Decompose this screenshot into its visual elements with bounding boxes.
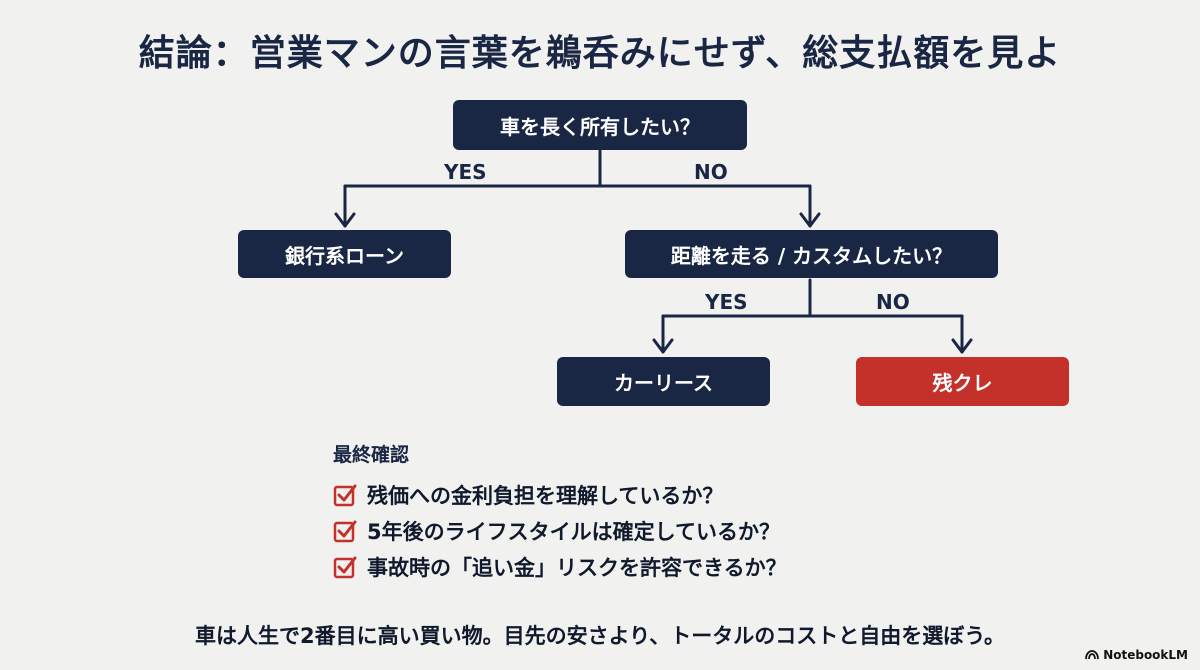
checklist-item-text: 事故時の「追い金」リスクを許容できるか？	[367, 556, 787, 580]
checkbox-checked-icon	[333, 556, 357, 579]
arrowhead-zankure	[951, 338, 973, 354]
checklist-item: 5年後のライフスタイルは確定しているか？	[333, 516, 780, 546]
branch-yes-1: YES	[444, 160, 487, 184]
node-car-lease: カーリース	[557, 357, 770, 406]
brand-watermark: NotebookLM	[1085, 648, 1188, 662]
branch-no-1: NO	[694, 160, 728, 184]
page-title: 結論：営業マンの言葉を鵜呑みにせず、総支払額を見よ	[138, 33, 1062, 74]
notebooklm-logo-icon	[1085, 650, 1100, 660]
checkbox-checked-icon	[333, 484, 357, 507]
footer-message: 車は人生で2番目に高い買い物。目先の安さより、トータルのコストと自由を選ぼう。	[194, 624, 1006, 648]
arrowhead-lease	[652, 338, 674, 354]
branch-yes-2: YES	[705, 290, 748, 314]
node-root-question: 車を長く所有したい？	[453, 100, 747, 150]
node-question2: 距離を走る / カスタムしたい？	[625, 230, 998, 278]
brand-label: NotebookLM	[1103, 648, 1188, 662]
arrowhead-question2	[799, 212, 821, 228]
checkbox-checked-icon	[333, 520, 357, 543]
checklist-item: 残価への金利負担を理解しているか？	[333, 480, 723, 510]
connector-q2	[661, 278, 964, 318]
arrowhead-loan	[334, 212, 356, 228]
node-zankure: 残クレ	[856, 357, 1069, 406]
checklist-item-text: 5年後のライフスタイルは確定しているか？	[367, 520, 780, 544]
connector-root	[343, 148, 812, 188]
branch-no-2: NO	[876, 290, 910, 314]
checklist-heading: 最終確認	[333, 444, 410, 466]
node-bank-loan: 銀行系ローン	[238, 230, 451, 278]
checklist-item-text: 残価への金利負担を理解しているか？	[367, 484, 724, 508]
checklist-item: 事故時の「追い金」リスクを許容できるか？	[333, 552, 787, 582]
